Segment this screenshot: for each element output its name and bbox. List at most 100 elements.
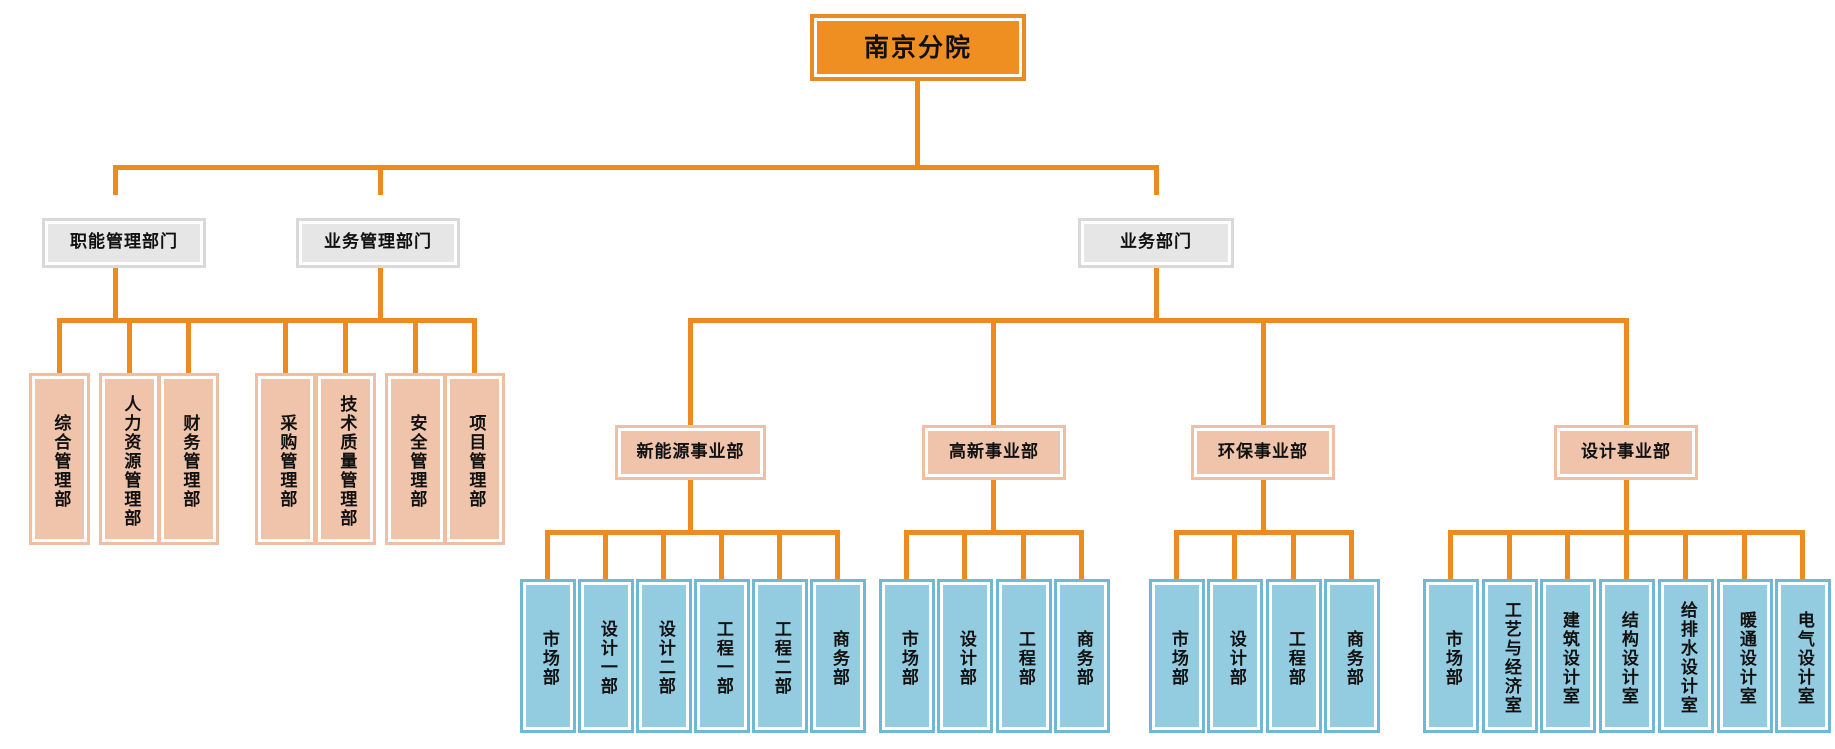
node-div1-child-6[interactable]: 商务部 (810, 579, 866, 733)
connector-drop-business (1154, 165, 1159, 195)
node-div4-child-2[interactable]: 工艺与经济室 (1482, 579, 1538, 733)
connector-left-drop-3 (186, 318, 191, 376)
connector-left-leaf-bus (57, 318, 477, 323)
node-division-1-label: 新能源事业部 (621, 431, 760, 474)
node-div3-child-1[interactable]: 市场部 (1149, 579, 1205, 733)
node-business-mgmt-dept-2[interactable]: 技术质量管理部 (315, 373, 376, 545)
node-div4-child-5-label: 给排水设计室 (1664, 585, 1708, 727)
node-div1-child-1[interactable]: 市场部 (520, 579, 576, 733)
node-div4-child-4[interactable]: 结构设计室 (1599, 579, 1655, 733)
connector-left-drop-6 (413, 318, 418, 376)
connector-drop-business-mgmt (378, 165, 383, 195)
connector-div2-drop-3 (1021, 530, 1026, 582)
node-div2-child-4-label: 商务部 (1060, 585, 1104, 727)
connector-left-drop-2 (127, 318, 132, 376)
node-functional-dept-3-label: 财务管理部 (164, 379, 213, 539)
node-functional-dept-2[interactable]: 人力资源管理部 (99, 373, 160, 545)
connector-functional-stem (113, 265, 118, 320)
node-root[interactable]: 南京分院 (810, 14, 1026, 81)
node-div4-child-1[interactable]: 市场部 (1423, 579, 1479, 733)
node-business-mgmt-dept-3[interactable]: 安全管理部 (385, 373, 446, 545)
node-div2-child-4[interactable]: 商务部 (1054, 579, 1110, 733)
node-business-mgmt-dept-1-label: 采购管理部 (261, 379, 310, 539)
connector-div4-drop-1 (1448, 530, 1453, 582)
connector-div4-drop-3 (1565, 530, 1570, 582)
node-business-mgmt-dept-1[interactable]: 采购管理部 (255, 373, 316, 545)
connector-left-drop-7 (472, 318, 477, 376)
connector-div1-bus (545, 530, 840, 535)
node-division-3-label: 环保事业部 (1197, 431, 1329, 474)
connector-left-drop-1 (57, 318, 62, 376)
node-div4-child-1-label: 市场部 (1429, 585, 1473, 727)
node-div1-child-6-label: 商务部 (816, 585, 860, 727)
node-div1-child-1-label: 市场部 (526, 585, 570, 727)
connector-division-drop-2 (991, 318, 996, 428)
node-div2-child-1[interactable]: 市场部 (879, 579, 935, 733)
node-functional-dept-2-label: 人力资源管理部 (105, 379, 154, 539)
connector-div4-drop-7 (1800, 530, 1805, 582)
connector-division-drop-1 (688, 318, 693, 428)
node-division-2-label: 高新事业部 (928, 431, 1060, 474)
node-div1-child-4[interactable]: 工程一部 (694, 579, 750, 733)
node-div2-child-1-label: 市场部 (885, 585, 929, 727)
connector-div1-drop-5 (777, 530, 782, 582)
node-div4-child-7-label: 电气设计室 (1781, 585, 1825, 727)
node-division-2[interactable]: 高新事业部 (922, 425, 1066, 480)
node-div1-child-4-label: 工程一部 (700, 585, 744, 727)
node-div1-child-5[interactable]: 工程二部 (752, 579, 808, 733)
node-div4-child-6[interactable]: 暖通设计室 (1717, 579, 1773, 733)
node-div1-child-2-label: 设计一部 (584, 585, 628, 727)
node-div3-child-4[interactable]: 商务部 (1324, 579, 1380, 733)
connector-div4-stem (1624, 477, 1629, 532)
node-business-departments[interactable]: 业务部门 (1078, 218, 1234, 268)
node-div1-child-5-label: 工程二部 (758, 585, 802, 727)
node-functional-dept-1[interactable]: 综合管理部 (29, 373, 90, 545)
connector-div4-drop-4 (1624, 530, 1629, 582)
node-division-1[interactable]: 新能源事业部 (615, 425, 766, 480)
node-functional-management[interactable]: 职能管理部门 (42, 218, 206, 268)
connector-drop-functional (113, 165, 118, 195)
node-division-4[interactable]: 设计事业部 (1554, 425, 1698, 480)
connector-div4-drop-6 (1742, 530, 1747, 582)
node-business-mgmt-dept-2-label: 技术质量管理部 (321, 379, 370, 539)
node-div4-child-2-label: 工艺与经济室 (1488, 585, 1532, 727)
node-div1-child-3[interactable]: 设计二部 (636, 579, 692, 733)
node-business-mgmt-dept-3-label: 安全管理部 (391, 379, 440, 539)
node-root-label: 南京分院 (817, 21, 1019, 74)
connector-division-drop-4 (1624, 318, 1629, 428)
node-div4-child-3[interactable]: 建筑设计室 (1540, 579, 1596, 733)
node-div3-child-2[interactable]: 设计部 (1207, 579, 1263, 733)
node-business-management[interactable]: 业务管理部门 (296, 218, 460, 268)
node-division-3[interactable]: 环保事业部 (1191, 425, 1335, 480)
node-business-mgmt-dept-4[interactable]: 项目管理部 (444, 373, 505, 545)
node-business-departments-label: 业务部门 (1084, 224, 1228, 262)
node-div1-child-2[interactable]: 设计一部 (578, 579, 634, 733)
node-div4-child-7[interactable]: 电气设计室 (1775, 579, 1831, 733)
connector-div1-stem (688, 477, 693, 532)
connector-business-stem (1154, 265, 1159, 320)
node-functional-dept-3[interactable]: 财务管理部 (158, 373, 219, 545)
connector-left-drop-4 (283, 318, 288, 376)
node-div3-child-3[interactable]: 工程部 (1266, 579, 1322, 733)
connector-division-bus (688, 318, 1629, 323)
connector-div4-drop-2 (1507, 530, 1512, 582)
connector-root-stem (915, 77, 920, 165)
node-div3-child-3-label: 工程部 (1272, 585, 1316, 727)
connector-business-mgmt-stem (378, 265, 383, 320)
node-div2-child-2-label: 设计部 (943, 585, 987, 727)
connector-div3-drop-4 (1349, 530, 1354, 582)
node-div3-child-4-label: 商务部 (1330, 585, 1374, 727)
node-division-4-label: 设计事业部 (1560, 431, 1692, 474)
node-div2-child-3[interactable]: 工程部 (996, 579, 1052, 733)
connector-div2-bus (904, 530, 1084, 535)
node-div4-child-4-label: 结构设计室 (1605, 585, 1649, 727)
connector-division-drop-3 (1261, 318, 1266, 428)
node-div4-child-5[interactable]: 给排水设计室 (1658, 579, 1714, 733)
node-div2-child-2[interactable]: 设计部 (937, 579, 993, 733)
connector-div2-drop-4 (1079, 530, 1084, 582)
connector-div1-drop-2 (603, 530, 608, 582)
node-div1-child-3-label: 设计二部 (642, 585, 686, 727)
node-div3-child-2-label: 设计部 (1213, 585, 1257, 727)
connector-div3-bus (1174, 530, 1354, 535)
